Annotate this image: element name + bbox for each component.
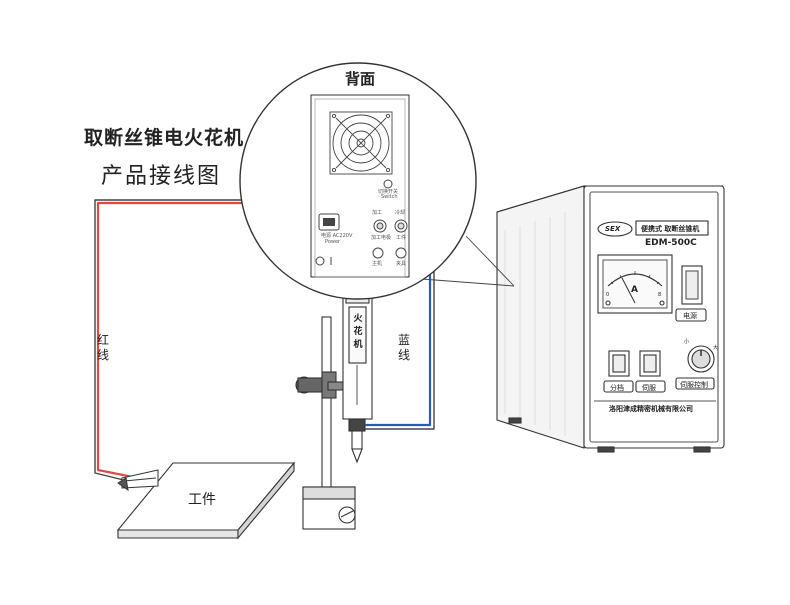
port-label-4: 工件 xyxy=(396,235,407,241)
port-label-2: 冷却 xyxy=(395,210,406,216)
meter-right: 8 xyxy=(658,292,662,298)
brand-logo: SEX xyxy=(605,225,621,233)
power-switch-label: 电源 xyxy=(683,312,697,320)
port-label-1: 加工 xyxy=(372,210,383,216)
meter-left: 0 xyxy=(606,292,610,298)
switch-label: 切换开关 xyxy=(378,189,399,195)
diagram-title: 取断丝锥电火花机 xyxy=(84,127,245,149)
spark-head-label: 火花机 xyxy=(353,314,363,350)
power-port-label: 电源 AC220V xyxy=(321,233,353,239)
spark-head xyxy=(342,286,373,464)
range-switch-label: 分档 xyxy=(610,384,624,392)
machine-name: 便携式 取断丝锥机 xyxy=(641,225,700,233)
port-label-5: 主机 xyxy=(372,261,383,267)
servo-switch-label: 伺服 xyxy=(642,384,656,392)
workpiece-label: 工件 xyxy=(188,492,216,508)
red-wire-label: 红线 xyxy=(96,333,109,362)
port-label-3: 加工电极 xyxy=(371,235,392,241)
magnetic-stand xyxy=(295,316,356,530)
diagram-subtitle: 产品接线图 xyxy=(101,164,222,189)
edm-machine xyxy=(496,185,725,453)
fan-grille xyxy=(329,111,393,175)
blue-wire-label: 蓝线 xyxy=(397,333,410,362)
meter-unit: A xyxy=(631,285,638,295)
switch-sub: Switch xyxy=(381,194,398,200)
back-view-label: 背面 xyxy=(345,70,376,88)
port-label-6: 夹具 xyxy=(396,261,407,267)
knob-low-label: 小 xyxy=(684,339,690,345)
back-panel-zoom xyxy=(239,62,477,300)
power-port-sub: Power xyxy=(325,239,341,245)
company-name: 洛阳津成精密机械有限公司 xyxy=(609,405,693,413)
machine-model: EDM-500C xyxy=(645,238,697,248)
servo-control-label: 伺服控制 xyxy=(680,381,708,389)
workpiece-block xyxy=(116,461,296,540)
magnifier-lines xyxy=(421,235,515,287)
alligator-clip xyxy=(117,469,159,492)
knob-high-label: 大 xyxy=(713,345,719,351)
